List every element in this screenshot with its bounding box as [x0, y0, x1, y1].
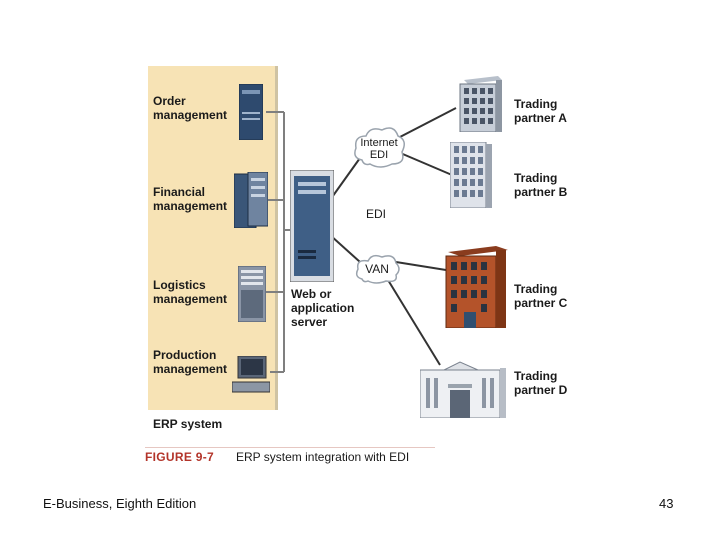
- logistics-server-icon: [237, 265, 267, 323]
- department-label-production: Production management: [153, 348, 228, 376]
- internet-cloud-label: Internet EDI: [360, 137, 398, 161]
- partner-label-a: Trading partner A: [514, 97, 567, 125]
- building-a-icon: [458, 76, 502, 133]
- server-label: Web or application server: [291, 287, 355, 329]
- web-server-icon: [289, 169, 335, 283]
- order-server-icon: [238, 83, 264, 141]
- partner-label-d: Trading partner D: [514, 369, 568, 397]
- partner-label-c: Trading partner C: [514, 282, 568, 310]
- building-c-icon: [444, 246, 508, 329]
- department-label-logistics: Logistics management: [153, 278, 228, 306]
- department-label-financial: Financial management: [153, 185, 228, 213]
- erp-system-label: ERP system: [153, 417, 223, 431]
- caption-rule: [145, 447, 435, 448]
- edi-label: EDI: [366, 207, 387, 221]
- workstation-icon: [231, 355, 271, 394]
- footer-page-number: 43: [659, 496, 674, 511]
- building-d-icon: [419, 360, 506, 419]
- figure-number: FIGURE 9-7: [145, 450, 215, 464]
- department-label-order: Order management: [153, 94, 228, 122]
- footer-book-title: E-Business, Eighth Edition: [43, 496, 197, 511]
- internet-cloud-icon: [352, 124, 406, 170]
- partner-label-b: Trading partner B: [514, 171, 568, 199]
- van-cloud-icon: [354, 253, 400, 285]
- building-b-icon: [449, 141, 492, 209]
- figure-caption: ERP system integration with EDI: [236, 450, 410, 464]
- financial-server-icon: [233, 171, 269, 229]
- van-cloud-label: VAN: [365, 262, 389, 276]
